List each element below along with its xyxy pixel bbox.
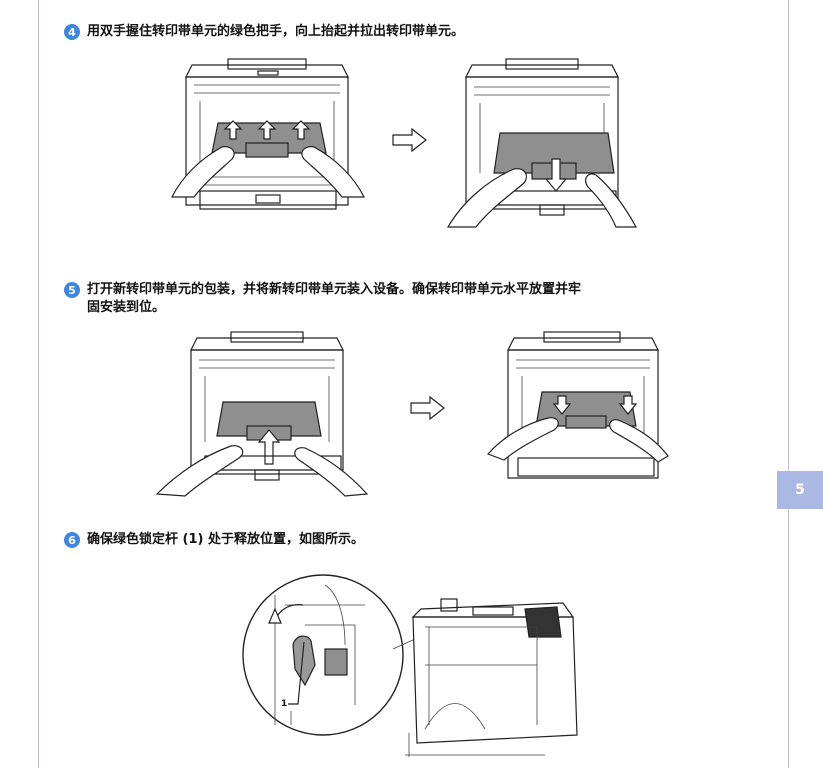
figure-printer-insert-belt: [155, 331, 369, 497]
figure-printer-lift-belt: [171, 58, 365, 210]
next-arrow-icon: [392, 127, 427, 153]
page-frame-right: [788, 0, 789, 768]
step-5-text-line1: 打开新转印带单元的包装，并将新转印带单元装入设备。确保转印带单元水平放置并牢: [87, 282, 582, 297]
next-arrow-icon: [410, 395, 445, 421]
figure-lock-lever-release: [242, 574, 578, 757]
step-5-text-line2: 固安装到位。: [87, 300, 166, 315]
page-frame-left: [38, 0, 39, 768]
step-4: 4 用双手握住转印带单元的绿色把手，向上抬起并拉出转印带单元。: [64, 23, 464, 41]
step-number-badge: 6: [64, 532, 80, 548]
step-4-text: 用双手握住转印带单元的绿色把手，向上抬起并拉出转印带单元。: [87, 24, 465, 39]
figure-printer-pull-out-belt: [446, 58, 638, 228]
figure-printer-belt-installed: [486, 331, 669, 479]
step-6: 6 确保绿色锁定杆 (1) 处于释放位置，如图所示。: [64, 531, 364, 549]
callout-leader-line: [288, 641, 305, 705]
callout-label: 1: [281, 699, 288, 709]
step-number-badge: 5: [64, 282, 80, 298]
chapter-tab: 5: [777, 471, 823, 509]
step-6-text: 确保绿色锁定杆 (1) 处于释放位置，如图所示。: [87, 532, 364, 547]
step-5: 5 打开新转印带单元的包装，并将新转印带单元装入设备。确保转印带单元水平放置并牢…: [64, 281, 581, 317]
step-number-badge: 4: [64, 24, 80, 40]
